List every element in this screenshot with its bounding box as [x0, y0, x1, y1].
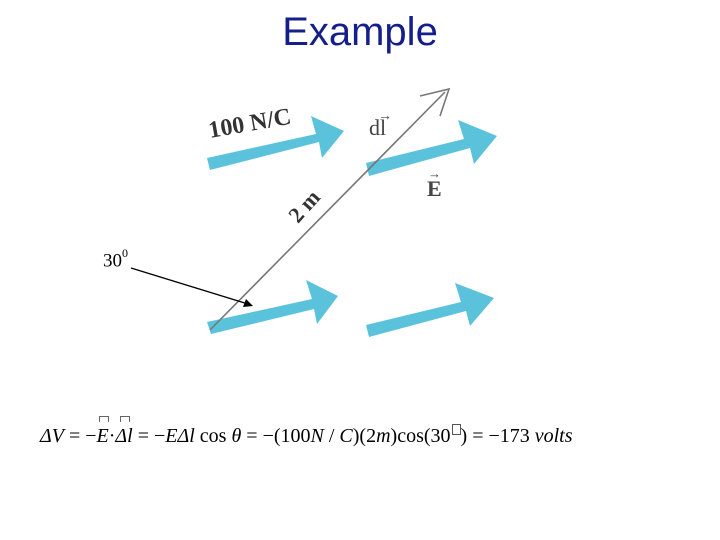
eq-dl-vector-mark	[120, 416, 131, 422]
field-arrow-4	[366, 283, 494, 337]
eq-m: m	[376, 425, 391, 447]
eq-delta-v: ΔV	[40, 425, 64, 447]
eq-volts: volts	[534, 425, 573, 447]
e-vector-label: E	[427, 176, 442, 201]
eq-e: E	[96, 425, 109, 447]
eq-theta: θ	[231, 425, 242, 447]
eq-n: N	[310, 425, 324, 447]
angle-pointer-line	[130, 267, 249, 305]
eq-part-2: = −	[132, 425, 166, 447]
dl-overarrow: →	[378, 109, 392, 124]
eq-slash: /	[323, 425, 340, 447]
angle-pointer-head	[243, 299, 253, 307]
eq-cos-2: )cos(30	[390, 425, 451, 447]
eq-dl: Δl	[115, 425, 133, 447]
slide-title: Example	[282, 10, 438, 54]
eq-part-3: = −(100	[241, 425, 311, 447]
eq-edl: EΔl	[165, 425, 195, 447]
displacement-arrowhead	[419, 87, 451, 117]
field-arrow-3	[207, 280, 338, 334]
eq-part-1: = −	[63, 425, 97, 447]
eq-dot: ·	[108, 425, 116, 447]
field-magnitude-label: 100 N/C	[207, 104, 294, 144]
eq-cos-1: cos	[194, 425, 232, 447]
eq-tail: ) = −173	[460, 425, 535, 447]
angle-degree-sup: 0	[122, 246, 128, 260]
field-arrow-1	[207, 116, 344, 170]
displacement-line	[209, 91, 446, 331]
dl-vector-label: dl	[369, 115, 386, 140]
eq-c: C	[339, 425, 353, 447]
e-overarrow: →	[428, 166, 441, 181]
eq-e-vector: E	[96, 416, 109, 448]
angle-value: 30	[103, 250, 122, 272]
eq-dl-vector: Δl	[115, 416, 133, 448]
field-arrow-2	[366, 120, 497, 176]
eq-e-vector-mark	[98, 416, 109, 422]
potential-difference-equation: ΔV = −E·Δl = −EΔl cos θ = −(100N / C)(2m…	[40, 416, 573, 448]
eq-degree-glyph	[451, 424, 461, 435]
eq-mid: )(2	[352, 425, 377, 447]
angle-label: 300	[103, 246, 128, 272]
